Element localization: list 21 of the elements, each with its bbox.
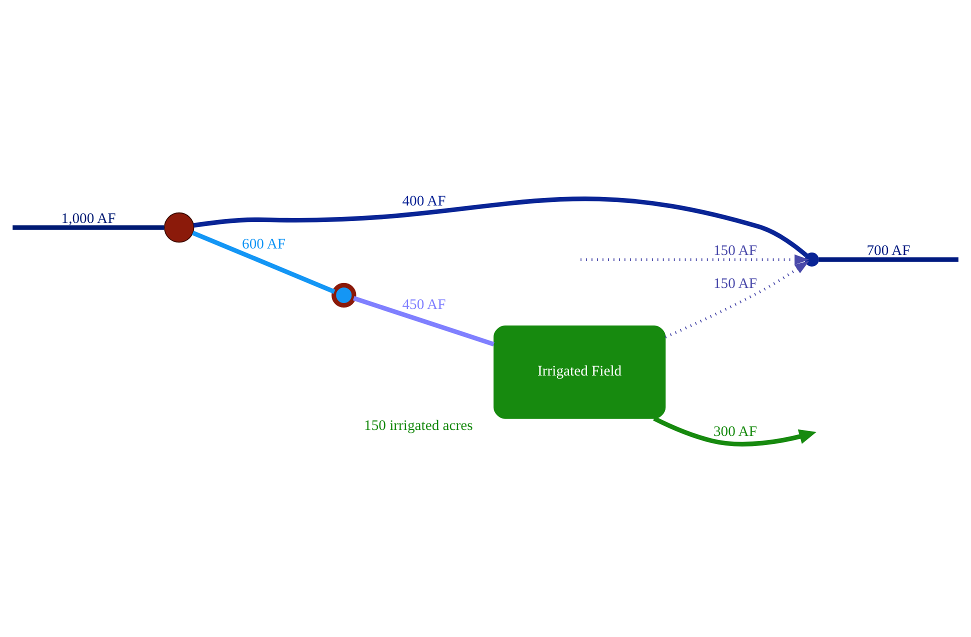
connector (818, 256, 958, 262)
arrow (653, 416, 816, 446)
connector (193, 196, 808, 257)
node-circle (164, 212, 194, 242)
connector (352, 296, 494, 346)
edge-label: 400 AF (402, 192, 446, 209)
node-point (804, 252, 819, 266)
connector (12, 224, 164, 230)
arrow (580, 254, 810, 273)
edge-label: 450 AF (402, 296, 446, 312)
edge-label: 600 AF (242, 236, 286, 252)
edge-label: 150 AF (713, 242, 757, 258)
edge-label: 300 AF (713, 424, 757, 440)
node-label: 150 irrigated acres (364, 418, 473, 434)
edge-label: 1,000 AF (61, 210, 116, 226)
node-box: Irrigated Field (494, 324, 666, 418)
edge-label: 700 AF (866, 242, 910, 258)
arrow (664, 260, 810, 338)
edge-label: 150 AF (713, 275, 757, 292)
node-circle (332, 282, 356, 308)
connector (192, 230, 336, 294)
